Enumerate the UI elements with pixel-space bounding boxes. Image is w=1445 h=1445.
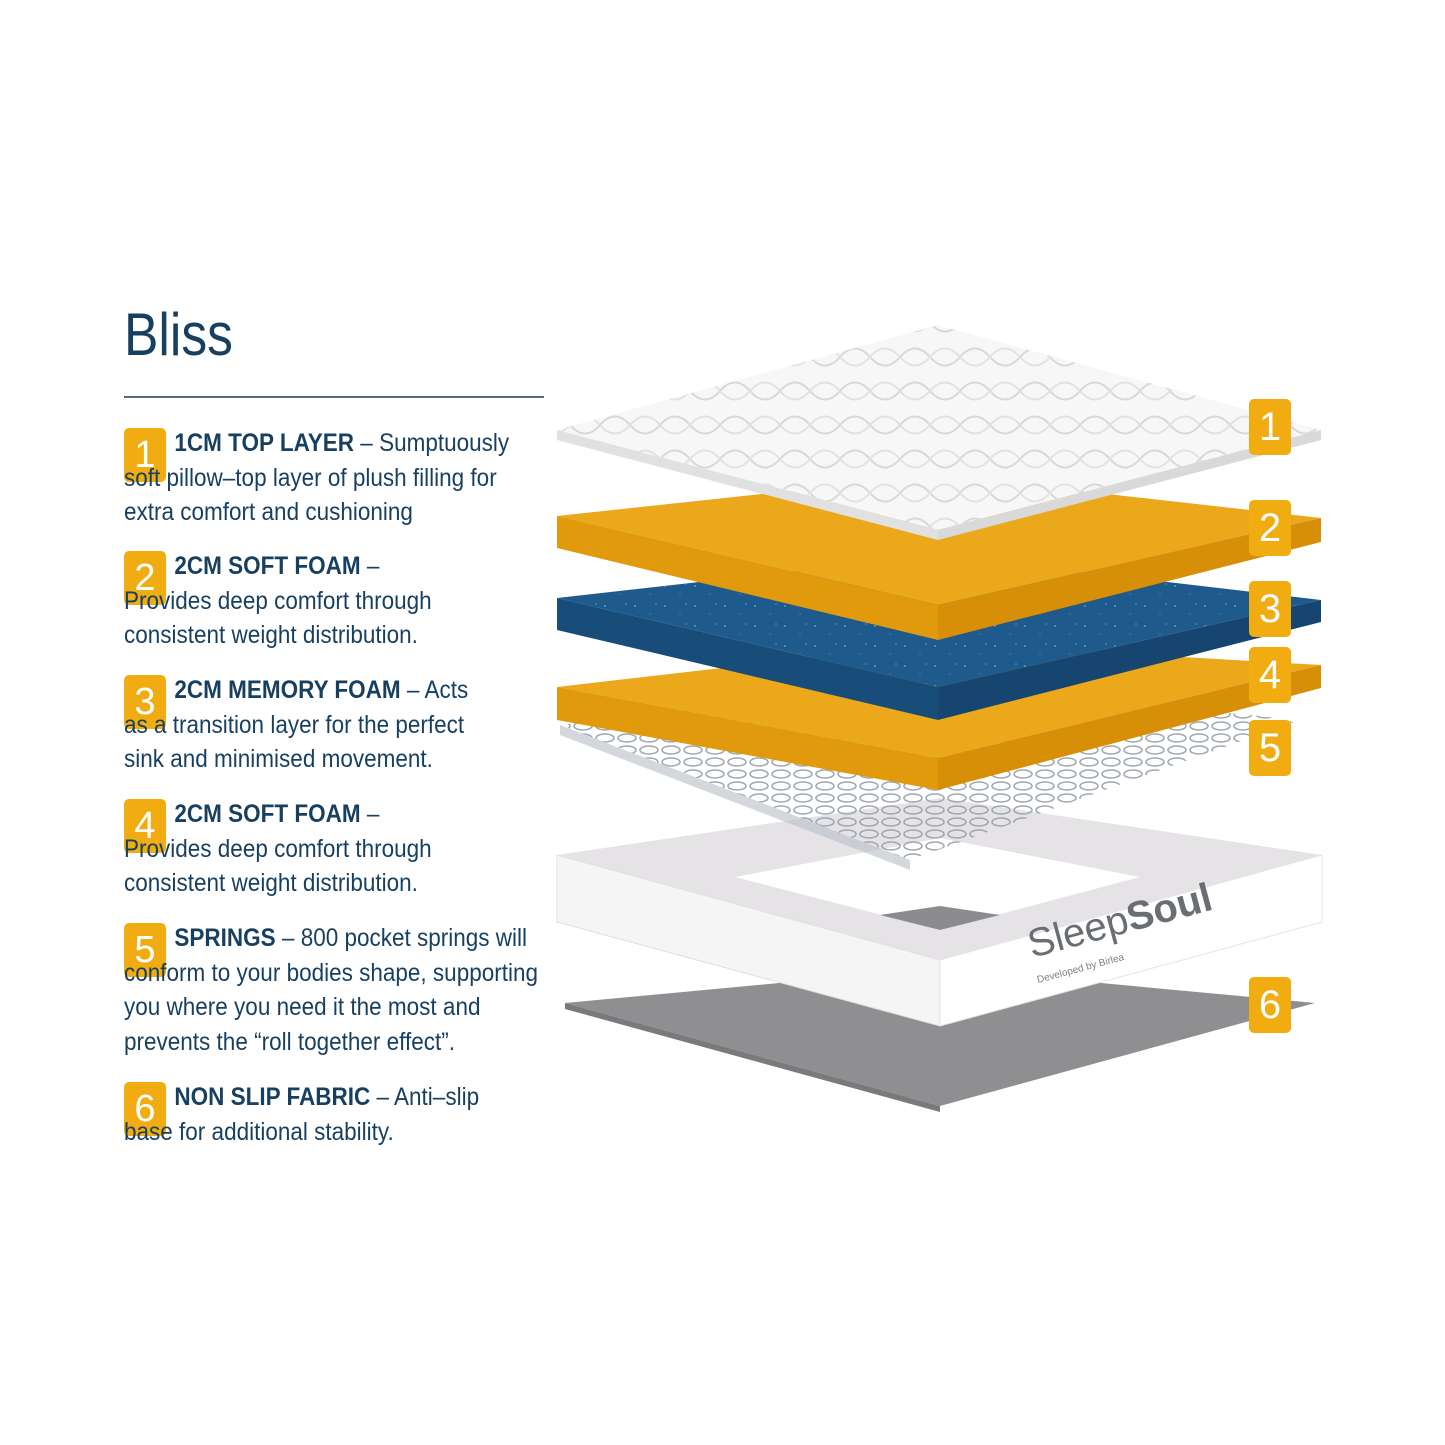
feature-description: – 800 pocket springs will conform to you… [124, 924, 538, 1056]
feature-heading: 2CM SOFT FOAM [174, 800, 361, 828]
feature-description: – Acts as a transition layer for the per… [124, 676, 469, 773]
feature-item-2: 2 2CM SOFT FOAM – Provides deep comfort … [124, 549, 554, 653]
feature-text: 2CM SOFT FOAM – Provides deep comfort th… [124, 797, 448, 901]
feature-item-4: 4 2CM SOFT FOAM – Provides deep comfort … [124, 797, 554, 901]
mattress-layers-diagram: SleepSoul Developed by Birlea [556, 325, 1323, 1112]
feature-description: – Anti–slip base for additional stabilit… [124, 1083, 480, 1146]
diagram-label-4: 4 [1249, 647, 1291, 703]
number-badge: 2 [124, 551, 166, 605]
number-badge: 3 [124, 675, 166, 729]
number-badge: 4 [124, 799, 166, 853]
feature-item-5: 5 SPRINGS – 800 pocket springs will conf… [124, 921, 554, 1059]
feature-description: – Provides deep comfort through consiste… [124, 800, 432, 897]
feature-heading: NON SLIP FABRIC [174, 1083, 371, 1111]
feature-text: SPRINGS – 800 pocket springs will confor… [124, 921, 547, 1059]
layer-2-soft-foam [557, 475, 1321, 640]
diagram-label-5: 5 [1249, 720, 1291, 776]
feature-description: – Provides deep comfort through consiste… [124, 552, 432, 649]
mattress-base-frame: SleepSoul Developed by Birlea [556, 798, 1323, 1027]
diagram-label-1: 1 [1249, 399, 1291, 455]
feature-item-1: 1 1CM TOP LAYER – Sumptuously soft pillo… [124, 426, 554, 530]
feature-item-3: 3 2CM MEMORY FOAM – Acts as a transition… [124, 673, 554, 777]
feature-heading: SPRINGS [174, 924, 276, 952]
diagram-label-2: 2 [1249, 500, 1291, 556]
feature-heading: 1CM TOP LAYER [174, 429, 355, 457]
feature-text: 2CM SOFT FOAM – Provides deep comfort th… [124, 549, 448, 653]
number-badge: 6 [124, 1082, 166, 1136]
feature-text: 1CM TOP LAYER – Sumptuously soft pillow–… [124, 426, 547, 530]
page-title: Bliss [124, 301, 233, 368]
feature-item-6: 6 NON SLIP FABRIC – Anti–slip base for a… [124, 1080, 554, 1149]
svg-text:SleepSoul: SleepSoul [1023, 875, 1217, 966]
number-badge: 1 [124, 428, 166, 482]
feature-heading: 2CM MEMORY FOAM [174, 676, 401, 704]
number-badge: 5 [124, 923, 166, 977]
title-divider [124, 396, 544, 398]
feature-text: 2CM MEMORY FOAM – Acts as a transition l… [124, 673, 493, 777]
feature-heading: 2CM SOFT FOAM [174, 552, 361, 580]
feature-text: NON SLIP FABRIC – Anti–slip base for add… [124, 1080, 484, 1149]
feature-description: – Sumptuously soft pillow–top layer of p… [124, 429, 510, 526]
diagram-label-6: 6 [1249, 977, 1291, 1033]
diagram-label-3: 3 [1249, 581, 1291, 637]
layer-6-non-slip-fabric [565, 968, 1315, 1112]
layer-1-quilted-top [557, 325, 1321, 540]
